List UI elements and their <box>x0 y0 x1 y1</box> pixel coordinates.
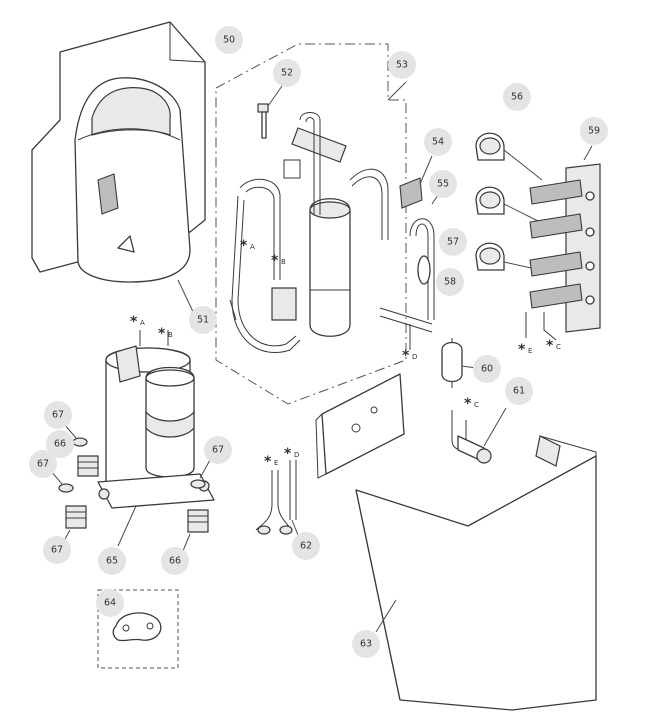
part-66-grommet-left <box>65 505 87 529</box>
part-67-nut-3 <box>190 479 206 489</box>
part-66-grommet-right <box>187 509 209 533</box>
part-63-cabinet-panel <box>355 435 597 711</box>
callout-59: 59 <box>580 117 608 145</box>
part-59-expansion-valve-manifold: * E * C <box>518 145 601 358</box>
part-52-service-valve-core <box>257 85 283 139</box>
callout-65: 65 <box>98 547 126 575</box>
callout-54: 54 <box>424 128 452 156</box>
svg-text:62: 62 <box>300 541 312 552</box>
connection-mark-c-manifold: * C <box>546 338 561 354</box>
svg-text:65: 65 <box>106 556 118 567</box>
svg-text:67: 67 <box>212 445 224 456</box>
part-61-service-valve: * C <box>451 396 507 464</box>
svg-text:50: 50 <box>223 35 235 46</box>
callout-60: 60 <box>473 355 501 383</box>
connection-mark-d: * D <box>402 348 417 364</box>
svg-text:54: 54 <box>432 137 444 148</box>
part-62-pipe-assembly: * E * D <box>255 446 301 541</box>
svg-text:58: 58 <box>444 277 456 288</box>
callout-56: 56 <box>503 83 531 111</box>
svg-text:59: 59 <box>588 126 600 137</box>
svg-text:*: * <box>464 396 472 412</box>
callout-53: 53 <box>388 51 416 79</box>
svg-text:*: * <box>130 314 138 330</box>
svg-text:A: A <box>250 243 255 251</box>
fastener-leader-lines <box>49 423 211 559</box>
callout-52: 52 <box>273 59 301 87</box>
part-57-coil <box>475 186 505 215</box>
part-64-gasket <box>97 589 179 669</box>
callout-61: 61 <box>505 377 533 405</box>
svg-text:*: * <box>284 446 292 462</box>
svg-text:55: 55 <box>437 179 449 190</box>
svg-text:C: C <box>556 343 561 351</box>
svg-text:*: * <box>240 238 248 254</box>
callout-66-a: 66 <box>46 430 74 458</box>
connection-mark-e-manifold: * E <box>518 342 532 358</box>
callout-62: 62 <box>292 532 320 560</box>
callout-51: 51 <box>189 306 217 334</box>
part-60-filter-drier <box>441 338 477 388</box>
callout-67-c: 67 <box>43 536 71 564</box>
svg-text:A: A <box>140 319 145 327</box>
svg-text:*: * <box>518 342 526 358</box>
callout-50: 50 <box>215 26 243 54</box>
svg-text:C: C <box>474 401 479 409</box>
svg-text:57: 57 <box>447 237 459 248</box>
svg-text:67: 67 <box>51 545 63 556</box>
callout-55: 55 <box>429 170 457 198</box>
svg-text:66: 66 <box>54 439 66 450</box>
svg-text:E: E <box>528 347 532 355</box>
callout-67-d: 67 <box>204 436 232 464</box>
callout-63: 63 <box>352 630 380 658</box>
connection-mark-b: * B <box>271 253 286 269</box>
svg-text:52: 52 <box>281 68 293 79</box>
svg-text:*: * <box>271 253 279 269</box>
svg-text:*: * <box>264 454 272 470</box>
svg-text:61: 61 <box>513 386 525 397</box>
svg-text:D: D <box>412 353 417 361</box>
callout-66-b: 66 <box>161 547 189 575</box>
svg-text:B: B <box>168 331 173 339</box>
part-53-piping-group: * A * B <box>215 43 407 405</box>
part-58-coil <box>475 242 505 271</box>
svg-text:64: 64 <box>104 598 116 609</box>
part-56-coil <box>475 132 505 161</box>
svg-text:63: 63 <box>360 639 372 650</box>
svg-text:B: B <box>281 258 286 266</box>
svg-text:53: 53 <box>396 60 408 71</box>
svg-text:51: 51 <box>197 315 209 326</box>
callout-64: 64 <box>96 589 124 617</box>
svg-text:*: * <box>158 326 166 342</box>
callout-57: 57 <box>439 228 467 256</box>
callout-67-a: 67 <box>44 401 72 429</box>
part-67-nut-2 <box>58 483 74 493</box>
coil-leader-lines <box>503 149 543 271</box>
connection-mark-d-pipe: * D <box>284 446 299 462</box>
connection-mark-e-pipe: * E <box>264 454 278 470</box>
svg-text:E: E <box>274 459 278 467</box>
callout-67-b: 67 <box>29 450 57 478</box>
svg-text:66: 66 <box>169 556 181 567</box>
svg-text:60: 60 <box>481 364 493 375</box>
part-66-grommet-upper <box>77 455 99 477</box>
part-67-nut-1 <box>72 437 88 447</box>
svg-text:*: * <box>402 348 410 364</box>
valve-mounting-bracket <box>315 373 405 479</box>
svg-text:D: D <box>294 451 299 459</box>
connection-mark-c-valve: * C <box>464 396 479 412</box>
svg-text:67: 67 <box>37 459 49 470</box>
part-65-compressor: * A * B <box>97 314 215 547</box>
connection-mark-a: * A <box>240 238 255 254</box>
part-54-solenoid-coil <box>399 155 433 209</box>
svg-text:*: * <box>546 338 554 354</box>
svg-text:56: 56 <box>511 92 523 103</box>
part-51-compressor-jacket <box>74 77 197 319</box>
connection-mark-a-compressor: * A <box>130 314 145 330</box>
callout-58: 58 <box>436 268 464 296</box>
connection-mark-b-compressor: * B <box>158 326 173 342</box>
svg-text:67: 67 <box>52 410 64 421</box>
part-55-valve-body: * D <box>379 191 441 364</box>
